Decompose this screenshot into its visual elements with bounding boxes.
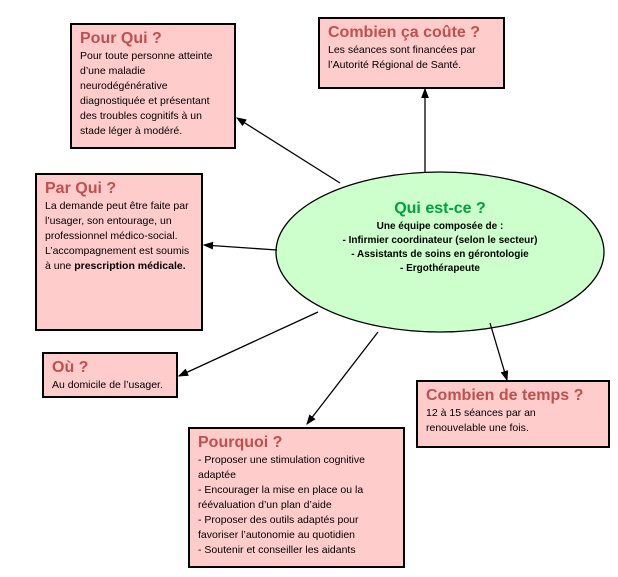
center-ellipse	[275, 171, 605, 333]
list-item: - Soutenir et conseiller les aidants	[198, 544, 356, 556]
box-text: La demande peut être faite par l’usager,…	[45, 200, 189, 242]
box-par-qui: Par Qui ? La demande peut être faite par…	[35, 173, 203, 331]
center-title: Qui est-ce ?	[394, 200, 486, 217]
list-item: - Encourager la mise en place ou la réév…	[198, 484, 364, 511]
center-line: - Ergothérapeute	[399, 263, 480, 274]
box-text: 12 à 15 séances par an renouvelable une …	[426, 407, 536, 434]
center-node: Qui est-ce ? Une équipe composée de : - …	[275, 170, 605, 335]
list-item: - Proposer des outils adaptés pour favor…	[198, 514, 359, 541]
box-pour-qui: Pour Qui ? Pour toute personne atteinte …	[70, 23, 236, 149]
box-text-2-plain: L’accompagnement est soumis à une	[45, 245, 190, 272]
arrow-pour-qui	[235, 117, 341, 184]
box-title: Combien ça coûte ?	[328, 24, 481, 41]
center-line: - Assistants de soins en gérontologie	[351, 249, 529, 260]
arrow-par-qui	[202, 241, 278, 251]
arrow-combien-temps	[489, 322, 509, 382]
box-title: Combien de temps ?	[426, 387, 584, 404]
box-text: Au domicile de l’usager.	[52, 379, 163, 391]
box-text-2: L’accompagnement est soumis à une prescr…	[45, 244, 193, 274]
box-ou: Où ? Au domicile de l’usager.	[42, 352, 178, 398]
box-pourquoi: Pourquoi ? - Proposer une stimulation co…	[188, 427, 405, 568]
center-line: - Infirmier coordinateur (selon le secte…	[342, 235, 538, 246]
box-combien-temps: Combien de temps ? 12 à 15 séances par a…	[416, 380, 610, 448]
list-item: - Proposer une stimulation cognitive ada…	[198, 454, 365, 481]
box-text: Pour toute personne atteinte d’une malad…	[80, 50, 213, 137]
box-title: Pourquoi ?	[198, 434, 283, 451]
center-line: Une équipe composée de :	[376, 221, 504, 232]
box-title: Par Qui ?	[45, 180, 117, 197]
box-title: Où ?	[52, 359, 89, 376]
box-combien-cout: Combien ça coûte ? Les séances sont fina…	[318, 17, 505, 89]
arrow-pourquoi	[306, 331, 379, 426]
box-text-2-bold: prescription médicale.	[74, 260, 186, 272]
arrow-ou	[177, 311, 319, 377]
box-text: Les séances sont financées par l’Autorit…	[328, 44, 476, 71]
box-title: Pour Qui ?	[80, 30, 162, 47]
